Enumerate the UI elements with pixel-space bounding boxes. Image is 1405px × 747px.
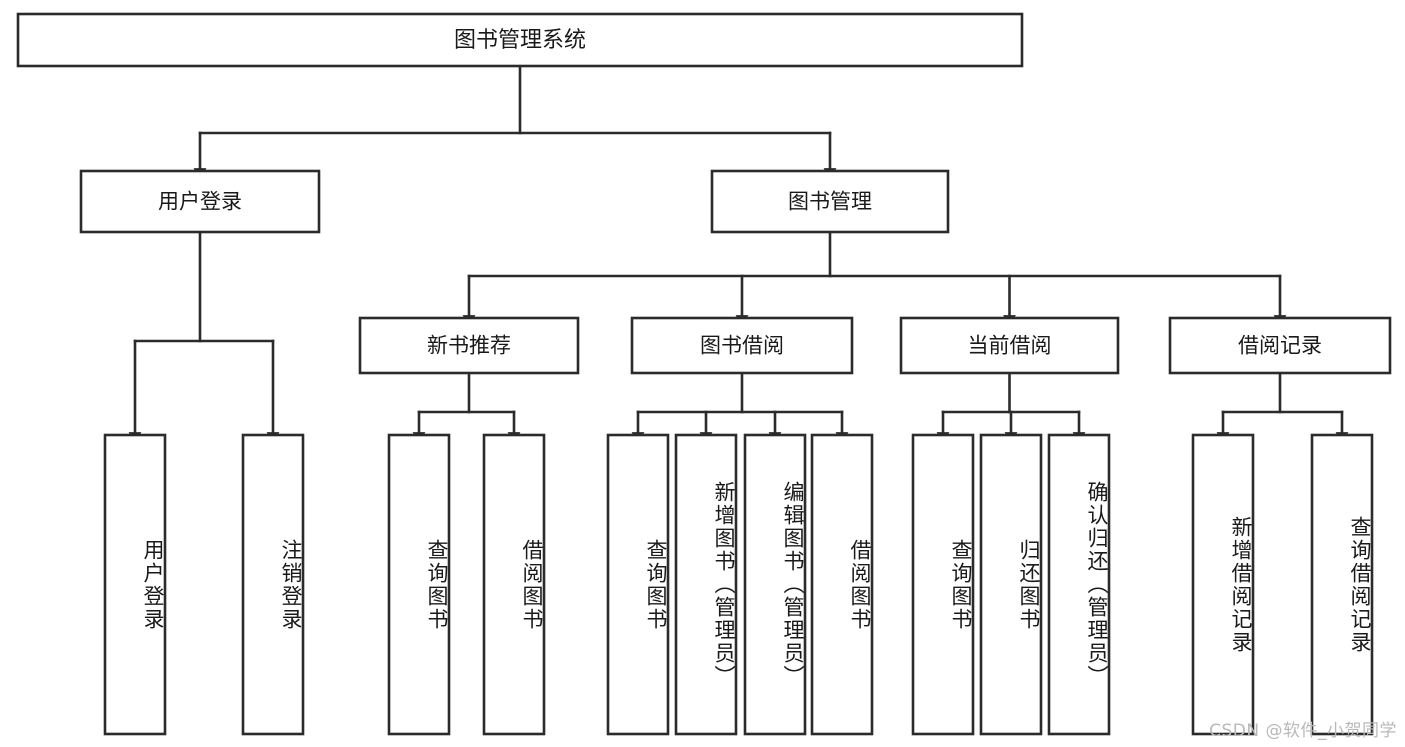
node-box-leaf-8[interactable] — [911, 433, 975, 736]
node-label-level1-1: 图书管理 — [788, 190, 872, 214]
node-level1-1[interactable]: 图书管理 — [710, 169, 950, 234]
node-level2-3[interactable]: 借阅记录 — [1168, 316, 1392, 375]
node-leaf-12[interactable] — [1310, 433, 1374, 736]
node-box-leaf-10[interactable] — [1047, 433, 1111, 736]
node-box-leaf-9[interactable] — [979, 433, 1043, 736]
node-leaf-2[interactable] — [387, 433, 451, 736]
node-box-leaf-2[interactable] — [387, 433, 451, 736]
node-label-level2-2: 当前借阅 — [968, 334, 1052, 358]
node-leaf-9[interactable] — [979, 433, 1043, 736]
watermark-text: CSDN @软件_小贺同学 — [1209, 721, 1397, 741]
node-leaf-1[interactable] — [241, 433, 305, 736]
node-label-level2-0: 新书推荐 — [427, 334, 511, 358]
node-box-leaf-4[interactable] — [606, 433, 670, 736]
node-level1-0[interactable]: 用户登录 — [79, 169, 321, 234]
node-box-leaf-5[interactable] — [674, 433, 738, 736]
node-leaf-7[interactable] — [810, 433, 874, 736]
node-label-level2-3: 借阅记录 — [1238, 334, 1322, 358]
node-box-leaf-1[interactable] — [241, 433, 305, 736]
node-box-level1-1[interactable] — [710, 169, 950, 234]
node-leaf-8[interactable] — [911, 433, 975, 736]
node-label-level2-1: 图书借阅 — [700, 334, 784, 358]
node-box-level2-3[interactable] — [1168, 316, 1392, 375]
node-box-level2-2[interactable] — [899, 316, 1120, 375]
node-level2-0[interactable]: 新书推荐 — [358, 316, 580, 375]
node-box-leaf-11[interactable] — [1191, 433, 1255, 736]
node-level2-2[interactable]: 当前借阅 — [899, 316, 1120, 375]
node-box-level2-0[interactable] — [358, 316, 580, 375]
node-box-level2-1[interactable] — [630, 316, 854, 375]
node-leaf-3[interactable] — [482, 433, 546, 736]
node-box-root-0[interactable] — [16, 12, 1024, 68]
node-label-root-0: 图书管理系统 — [454, 28, 586, 53]
node-box-leaf-6[interactable] — [743, 433, 807, 736]
node-box-leaf-0[interactable] — [103, 433, 167, 736]
node-leaf-4[interactable] — [606, 433, 670, 736]
node-box-leaf-7[interactable] — [810, 433, 874, 736]
node-level2-1[interactable]: 图书借阅 — [630, 316, 854, 375]
node-leaf-10[interactable] — [1047, 433, 1111, 736]
node-leaf-0[interactable] — [103, 433, 167, 736]
node-leaf-5[interactable] — [674, 433, 738, 736]
node-leaf-6[interactable] — [743, 433, 807, 736]
node-box-leaf-12[interactable] — [1310, 433, 1374, 736]
node-box-leaf-3[interactable] — [482, 433, 546, 736]
connectors-layer — [128, 64, 1349, 444]
node-label-level1-0: 用户登录 — [158, 190, 242, 214]
node-box-level1-0[interactable] — [79, 169, 321, 234]
node-root-0[interactable]: 图书管理系统 — [16, 12, 1024, 68]
node-leaf-11[interactable] — [1191, 433, 1255, 736]
